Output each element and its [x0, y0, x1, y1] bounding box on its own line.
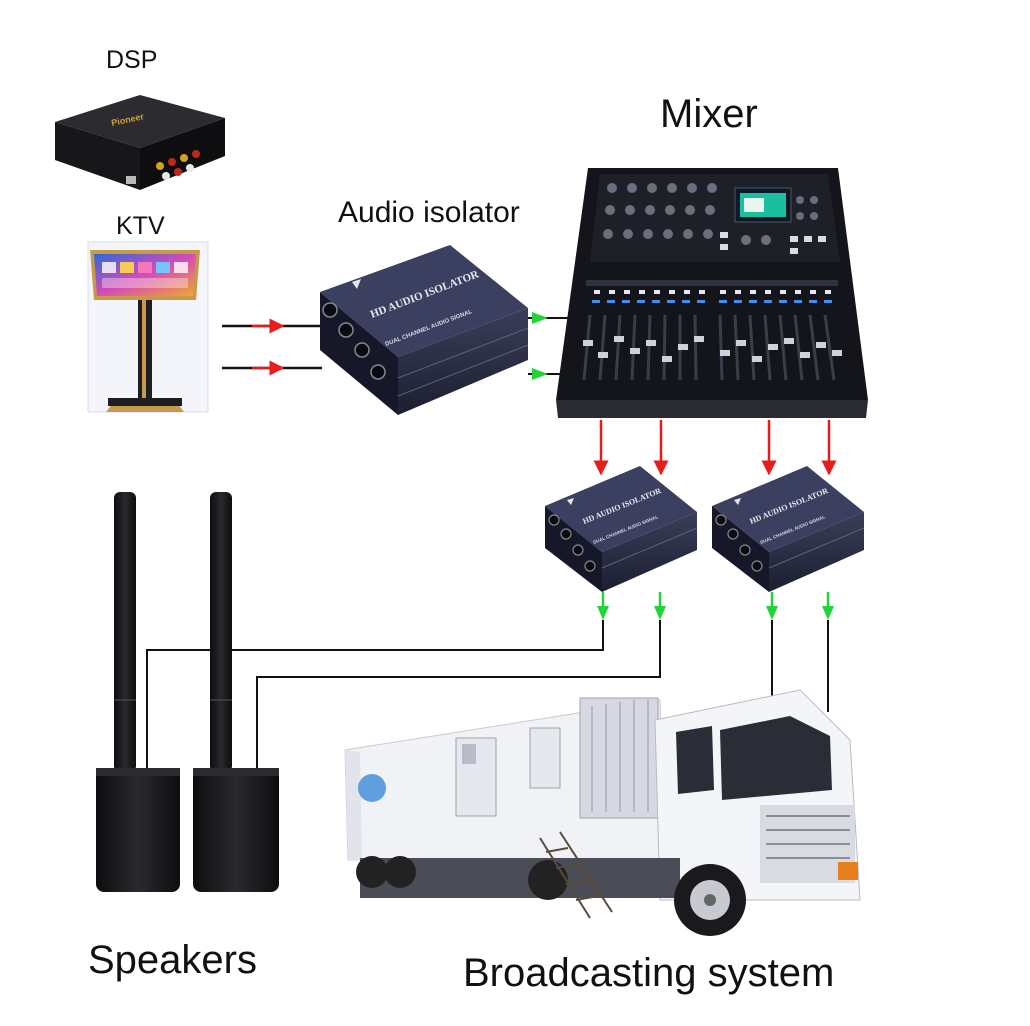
ktv-device — [87, 241, 209, 413]
ktv-label: KTV — [116, 212, 165, 240]
green-arrow-2 — [532, 368, 548, 380]
mixer-device — [556, 168, 868, 418]
mixer-label: Mixer — [660, 92, 758, 136]
broadcasting-truck — [344, 689, 861, 936]
lower-left-audio-isolator: HD AUDIO ISOLATOR DUAL CHANNEL AUDIO SIG… — [545, 466, 698, 592]
output-arrows — [597, 592, 834, 620]
isolator-to-mixer-arrows — [528, 312, 568, 380]
speaker-left — [96, 492, 180, 892]
main-audio-isolator: HD AUDIO ISOLATOR DUAL CHANNEL AUDIO SIG… — [320, 245, 529, 415]
input-cables — [222, 318, 322, 376]
audio-isolator-label: Audio isolator — [338, 196, 520, 229]
mixer-to-isolators-arrows — [593, 420, 837, 476]
dsp-label: DSP — [106, 46, 158, 74]
speaker-right — [193, 492, 279, 892]
lower-right-audio-isolator: HD AUDIO ISOLATOR DUAL CHANNEL AUDIO SIG… — [712, 466, 865, 592]
dsp-device: Pioneer — [55, 95, 225, 190]
speakers-label: Speakers — [88, 938, 257, 982]
green-arrow-1 — [532, 312, 548, 324]
broadcasting-system-label: Broadcasting system — [463, 951, 835, 995]
